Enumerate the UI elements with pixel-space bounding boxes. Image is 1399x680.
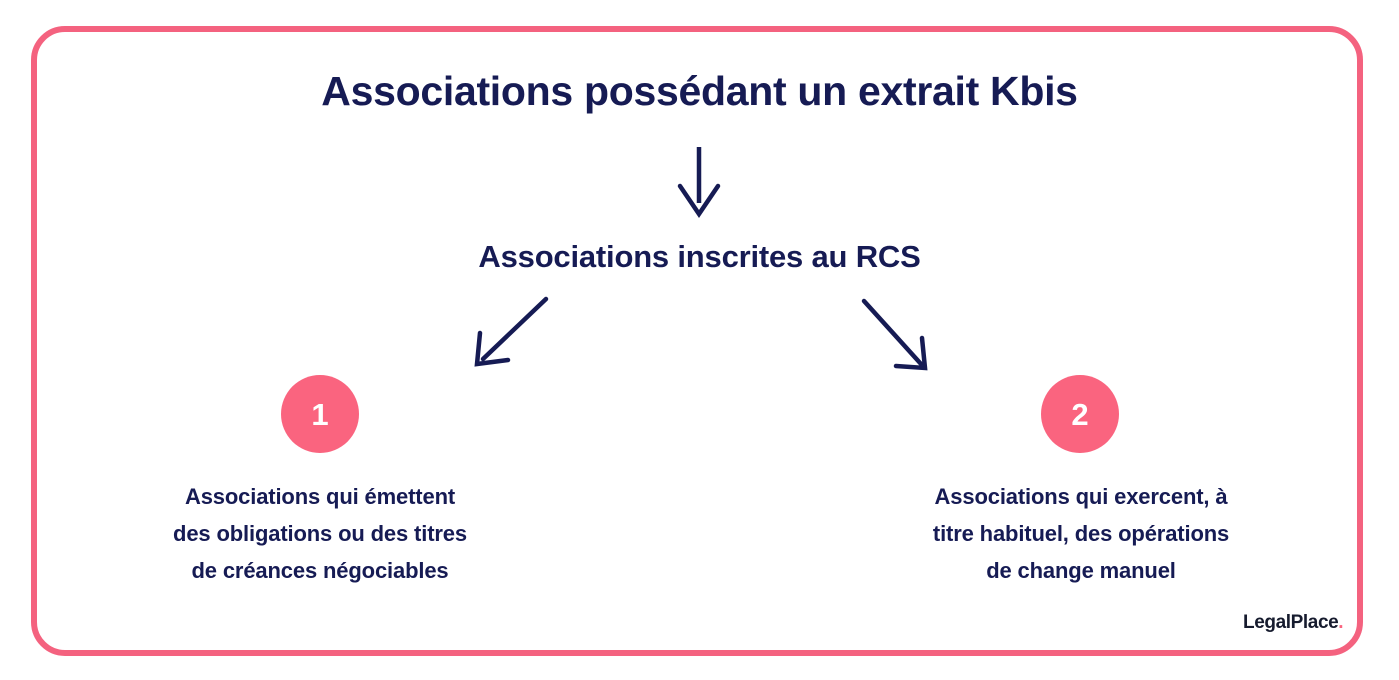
item-2-number-badge: 2	[1041, 375, 1119, 453]
item-2-caption-line-2: titre habituel, des opérations	[932, 521, 1230, 546]
logo-wordmark: LegalPlace	[1243, 612, 1339, 633]
item-1-caption: Associations qui émettent des obligation…	[90, 478, 550, 589]
page-title: Associations possédant un extrait Kbis	[321, 68, 1078, 114]
item-1-caption-line-1: Associations qui émettent	[184, 484, 456, 509]
item-2-caption-line-3: de change manuel	[986, 558, 1176, 583]
item-1-caption-line-3: de créances négociables	[191, 558, 449, 583]
item-1-caption-line-2: des obligations ou des titres	[173, 521, 467, 546]
legalplace-logo: LegalPlace.	[1243, 611, 1344, 635]
item-1-number-badge: 1	[281, 375, 359, 453]
logo-dot: .	[1338, 612, 1344, 633]
rounded-frame-border	[31, 26, 1363, 656]
item-2-caption: Associations qui exercent, à titre habit…	[850, 478, 1312, 589]
subtitle-node: Associations inscrites au RCS	[478, 239, 921, 274]
item-2-caption-line-1: Associations qui exercent, à	[934, 484, 1228, 509]
